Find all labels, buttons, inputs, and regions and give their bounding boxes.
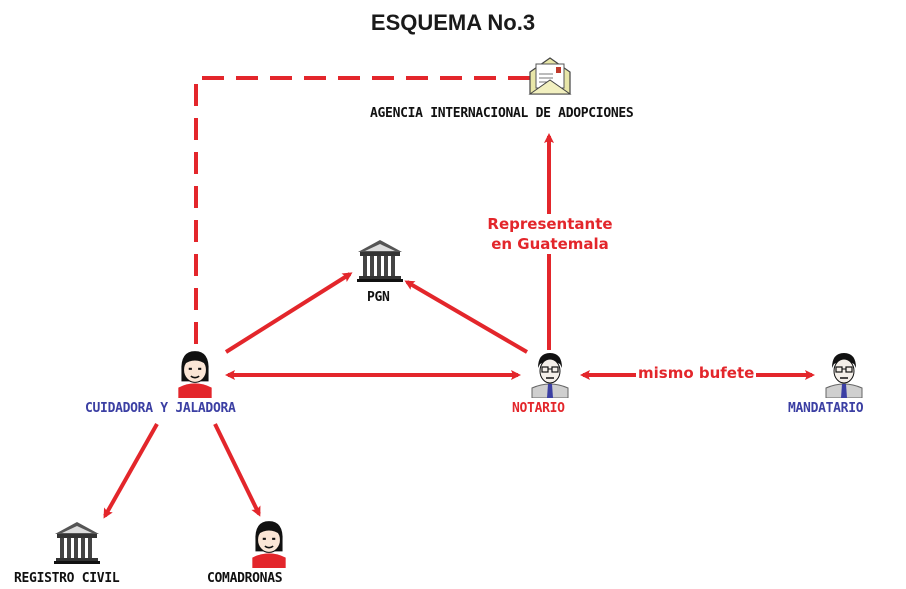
registro-building-icon — [54, 522, 100, 564]
cuidadora-label: CUIDADORA Y JALADORA — [85, 401, 236, 416]
agencia-label: AGENCIA INTERNACIONAL DE ADOPCIONES — [370, 106, 634, 121]
arrow-cuidadora-comadronas — [213, 423, 261, 517]
pgn-label: PGN — [367, 290, 390, 305]
notario-label: NOTARIO — [512, 401, 565, 416]
comadronas-woman-icon — [251, 520, 287, 568]
representante-label: Representante en Guatemala — [480, 214, 620, 254]
arrow-cuidadora-pgn — [224, 272, 353, 354]
notario-man-icon — [531, 352, 569, 398]
envelope-icon — [529, 57, 571, 95]
mandatario-man-icon — [825, 352, 863, 398]
mandatario-label: MANDATARIO — [788, 401, 864, 416]
mismo-bufete-label: mismo bufete — [636, 364, 757, 382]
registro-label: REGISTRO CIVIL — [14, 571, 120, 586]
comadronas-label: COMADRONAS — [207, 571, 283, 586]
arrow-cuidadora-registro — [103, 423, 159, 519]
diagram-title: ESQUEMA No.3 — [370, 10, 536, 35]
cuidadora-woman-icon — [177, 350, 213, 398]
pgn-building-icon — [357, 240, 403, 282]
dashed-connector-cuidadora-agencia — [194, 76, 548, 344]
arrow-notario-pgn — [404, 280, 529, 354]
